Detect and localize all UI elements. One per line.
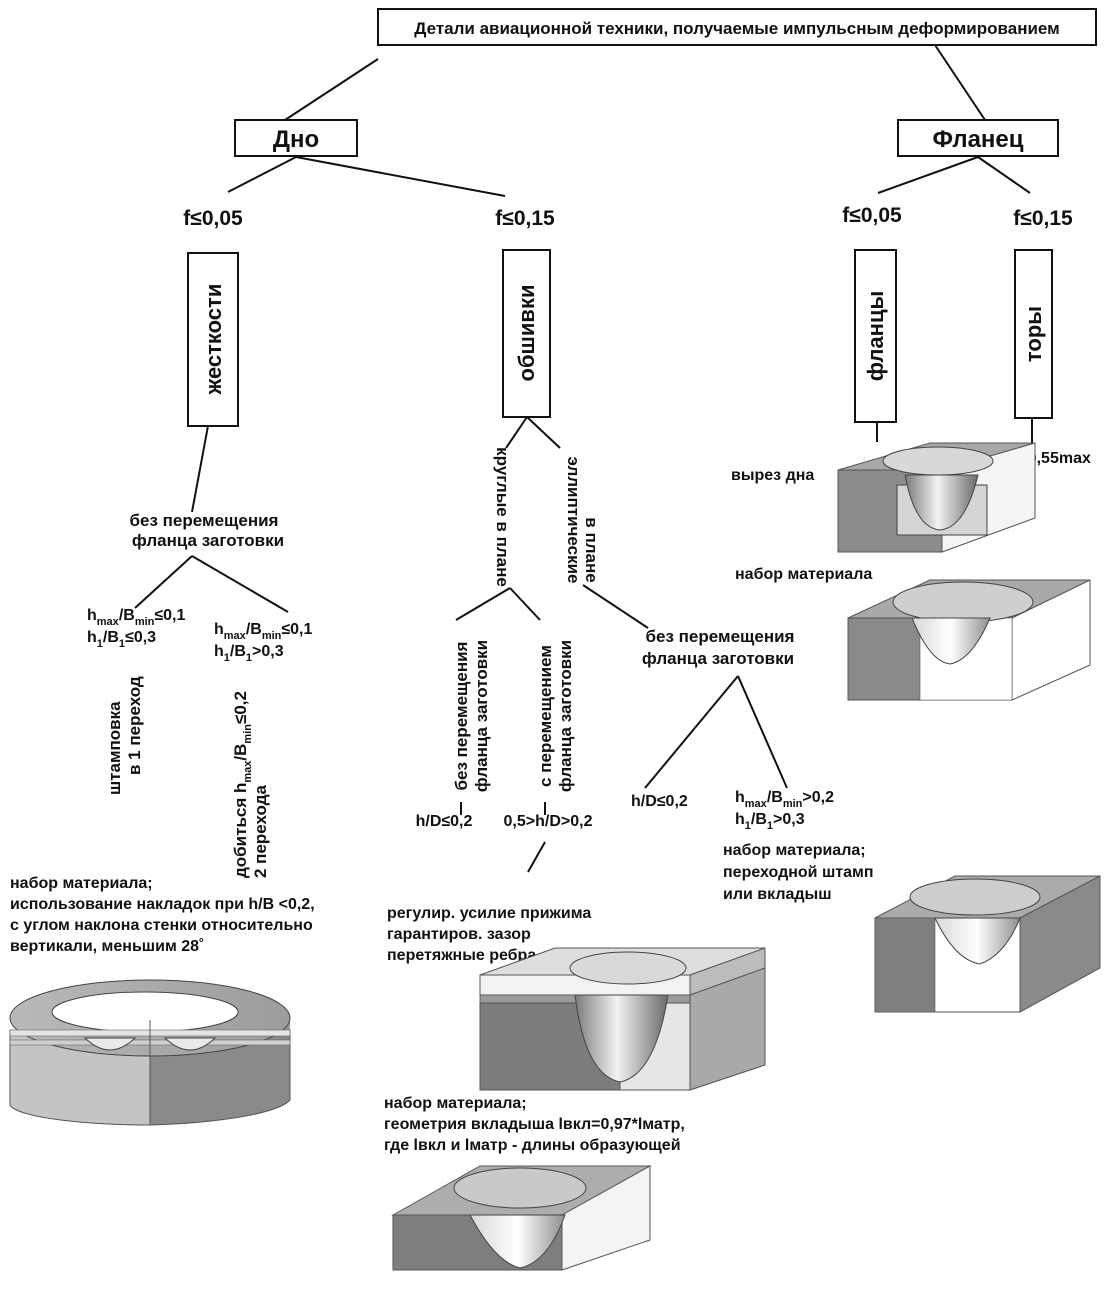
ell-cond1: hmax/Bmin>0,2: [735, 789, 834, 810]
note-mid: регулир. усилие прижима гарантиров. зазо…: [387, 905, 591, 964]
connector-skins-ellipse: [526, 416, 561, 449]
bottom-cut-label: вырез дна: [731, 467, 814, 484]
connector-flange-f005: [877, 156, 979, 194]
note-right-line-3: или вкладыш: [723, 886, 832, 903]
elliptic-die-illustration: [874, 875, 1101, 1013]
bottom-box: [234, 119, 358, 157]
note-right-line-1: набор материала;: [723, 842, 866, 859]
f005-bottom: f≤0,05: [183, 207, 243, 230]
ell-hd: h/D≤0,2: [631, 793, 688, 810]
note-right-line-2: переходной штамп: [723, 864, 874, 881]
hd-02: h/D≤0,2: [416, 813, 473, 830]
material-gathering-die-illustration: [847, 579, 1091, 701]
note-bottom-line-3: где lвкл и lматр - длины образующей: [384, 1137, 681, 1154]
connector-title-bottom: [284, 58, 379, 121]
cond-b2: h1/B1>0,3: [214, 643, 284, 664]
connector-round-a: [455, 587, 511, 621]
title-text: Детали авиационной техники, получаемые и…: [414, 19, 1059, 38]
cond-b1: hmax/Bmin≤0,1: [214, 621, 313, 642]
v-no-move-2: фланца заготовки: [472, 640, 491, 792]
connector-bottom-f015: [295, 156, 506, 197]
flanges-label: фланцы: [863, 291, 888, 382]
flange-box: [897, 119, 1059, 157]
blankholder-die-illustration: [479, 947, 766, 1091]
note-mid-line-2: гарантиров. зазор: [387, 926, 531, 943]
flanges-box: [854, 249, 897, 423]
ring-die-illustration: [9, 979, 291, 1126]
stiffeners-label: жесткости: [201, 284, 226, 396]
bottom-die-illustration: [391, 1165, 652, 1271]
cond-a2: h1/B1≤0,3: [87, 629, 156, 650]
stamping-2: в 1 переход: [125, 676, 144, 775]
connector-flange-f015: [977, 156, 1031, 194]
skins-label: обшивки: [514, 285, 539, 382]
f005-flange: f≤0,05: [842, 204, 902, 227]
ell-no-move-2: фланца заготовки: [642, 649, 794, 668]
f015-flange: f≤0,15: [1013, 207, 1073, 230]
note-bottom: набор материала; геометрия вкладыша lвкл…: [384, 1095, 685, 1154]
note-bottom-line-2: геометрия вкладыша lвкл=0,97*lматр,: [384, 1116, 685, 1133]
flange-box-label: Фланец: [932, 126, 1023, 153]
connector-ell-a: [644, 675, 739, 789]
connector-round-b: [509, 587, 541, 621]
stamping-1: штамповка: [105, 701, 124, 795]
round-in-plan: круглые в плане: [493, 447, 512, 587]
stiffeners-box: [187, 252, 239, 427]
connector-stiffeners-down: [191, 425, 209, 513]
connector-title-flange: [934, 44, 986, 121]
note-left: набор материала; использование накладок …: [10, 875, 315, 955]
tori-box: [1014, 249, 1053, 419]
bottom-cut-die-illustration: [837, 442, 1036, 553]
v-no-move-1: без перемещения: [452, 642, 471, 791]
bottom-box-label: Дно: [273, 126, 319, 153]
ell-no-move-1: без перемещения: [646, 627, 795, 646]
ell-cond2: h1/B1>0,3: [735, 811, 805, 832]
elliptic-1: эллиптические: [564, 456, 583, 583]
connector-ellipse-down: [582, 584, 649, 629]
hd-range: 0,5>h/D>0,2: [504, 813, 593, 830]
tori-label: торы: [1021, 306, 1046, 362]
no-flange-move-1: без перемещения: [130, 511, 279, 530]
f015-bottom: f≤0,15: [495, 207, 555, 230]
note-mid-line-1: регулир. усилие прижима: [387, 905, 591, 922]
connector-hd-range-down: [527, 841, 546, 873]
cond-a1: hmax/Bmin≤0,1: [87, 607, 186, 628]
material-gathering-label: набор материала: [735, 566, 872, 583]
connector-ell-b: [737, 675, 788, 789]
no-flange-move-2: фланца заготовки: [132, 531, 284, 550]
note-mid-line-3: перетяжные ребра: [387, 947, 536, 964]
note-left-line-4: вертикали, меньшим 28˚: [10, 938, 204, 955]
connector-left-b: [191, 555, 289, 613]
connector-bottom-f005: [227, 156, 297, 193]
note-left-line-2: использование накладок при h/B <0,2,: [10, 896, 315, 913]
note-left-line-3: с углом наклона стенки относительно: [10, 917, 313, 934]
title-box: [377, 8, 1097, 46]
v-with-move-2: фланца заготовки: [556, 640, 575, 792]
connector-left-a: [134, 555, 193, 609]
note-left-line-1: набор материала;: [10, 875, 153, 892]
note-bottom-line-1: набор материала;: [384, 1095, 527, 1112]
note-right: набор материала; переходной штамп или вк…: [723, 842, 874, 903]
connector-skins-round: [505, 416, 528, 449]
elliptic-2: в плане: [582, 517, 601, 582]
achieve-2: 2 перехода: [251, 785, 270, 878]
v-with-move-1: с перемещением: [536, 645, 555, 787]
